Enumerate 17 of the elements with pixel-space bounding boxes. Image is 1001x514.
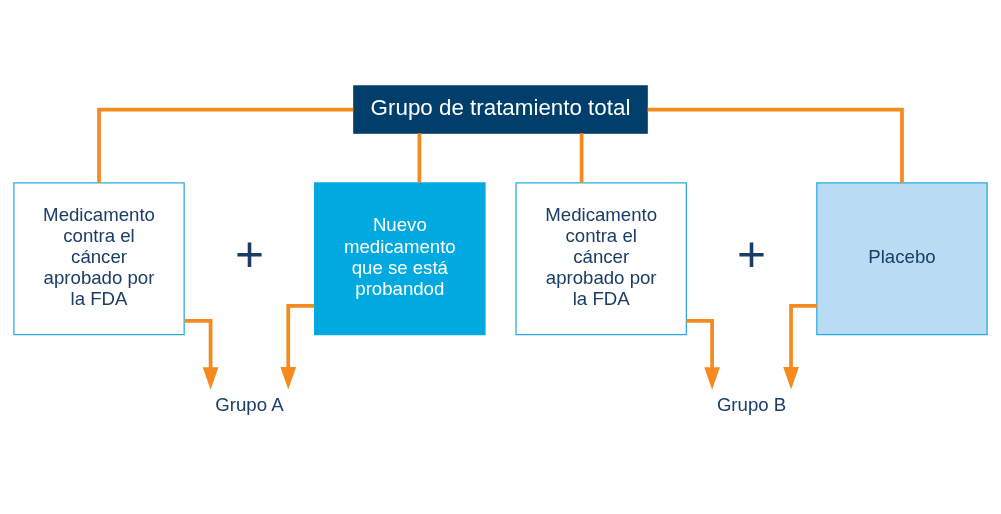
label: + xyxy=(737,225,767,282)
connector xyxy=(647,107,904,183)
node-box: Nuevo medicamento que se está probandod xyxy=(314,181,486,335)
node-box: Grupo de tratamiento total xyxy=(353,84,648,134)
node-box: Medicamento contra el cáncer aprobado por la FDA xyxy=(13,181,185,335)
label: + xyxy=(234,225,264,282)
arrow xyxy=(280,303,315,389)
node-text: Grupo B xyxy=(716,393,787,415)
connector xyxy=(417,132,422,183)
arrow xyxy=(686,318,720,390)
node-box: Placebo xyxy=(816,181,988,335)
arrow xyxy=(184,318,219,390)
connector xyxy=(579,132,584,183)
connector xyxy=(97,107,354,183)
node-box: Medicamento contra el cáncer aprobado por la FDA xyxy=(515,181,687,335)
node-text: Grupo A xyxy=(215,393,284,415)
arrow xyxy=(783,303,817,389)
